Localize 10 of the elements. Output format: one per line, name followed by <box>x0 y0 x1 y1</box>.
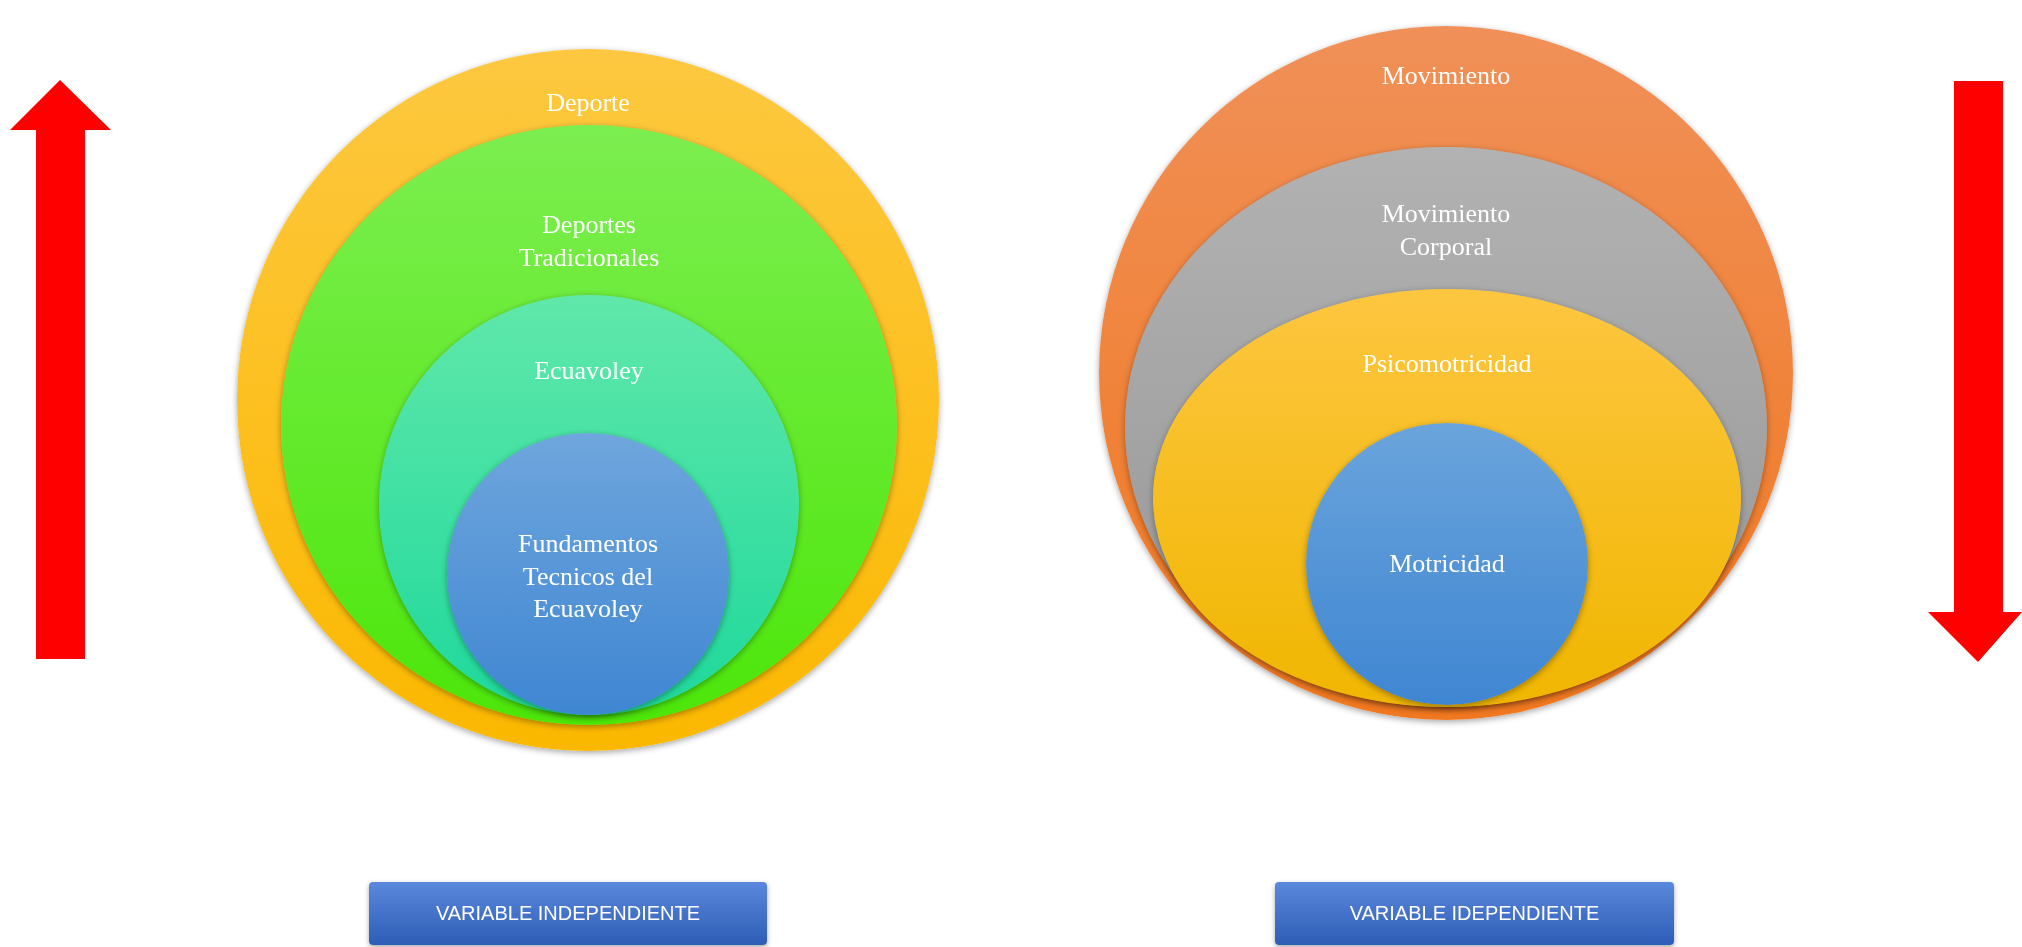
circle-label: Motricidad <box>1388 548 1506 580</box>
variable-button: VARIABLE IDEPENDIENTE <box>1275 882 1674 945</box>
circle-label: Deportes Tradicionales <box>517 209 661 274</box>
circle-label: Deporte <box>545 87 631 119</box>
circle-label: Fundamentos Tecnicos del Ecuavoley <box>516 528 660 625</box>
circle-label: Ecuavoley <box>533 355 645 387</box>
circle-label: Movimiento Corporal <box>1380 198 1512 263</box>
circle-label: Movimiento <box>1380 60 1512 92</box>
circle-label: Psicomotricidad <box>1361 348 1533 380</box>
variable-button: VARIABLE INDEPENDIENTE <box>369 882 767 945</box>
